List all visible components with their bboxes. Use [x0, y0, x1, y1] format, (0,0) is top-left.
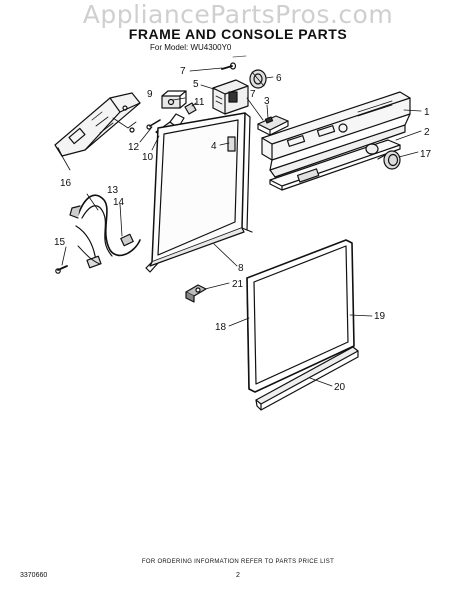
callout-20: 20	[334, 382, 346, 393]
callout-4: 4	[211, 141, 217, 152]
callout-16: 16	[60, 178, 72, 189]
page-title: FRAME AND CONSOLE PARTS	[128, 26, 348, 42]
part-15-screw	[55, 265, 68, 274]
callout-15: 15	[54, 237, 66, 248]
part-21-clip	[185, 284, 207, 303]
callout-8: 8	[238, 263, 244, 274]
ordering-note: FOR ORDERING INFORMATION REFER TO PARTS …	[141, 559, 335, 565]
callout-17: 17	[420, 149, 432, 160]
part-20-trim-strip	[255, 346, 359, 411]
callout-9: 9	[147, 89, 153, 100]
callout-2: 2	[424, 127, 430, 138]
part-12-screw	[146, 119, 161, 130]
callout-12: 12	[128, 142, 140, 153]
callout-labels: 1 2 3 4 5 6 7 7 8 9 10 11 12 13 14 15 16…	[54, 66, 432, 393]
part-11-clip	[184, 102, 197, 115]
callout-3: 3	[264, 96, 270, 107]
callout-5: 5	[193, 79, 199, 90]
watermark: AppliancePartsPros.com	[82, 0, 394, 29]
part-1-console-panel	[261, 91, 411, 178]
part-19-door-panel	[246, 239, 355, 393]
callout-1: 1	[424, 107, 430, 118]
callout-18: 18	[215, 322, 227, 333]
callout-19: 19	[374, 311, 386, 322]
page-number: 2	[236, 572, 240, 579]
leader-lines	[61, 55, 422, 387]
model-line: For Model: WU4300Y0	[150, 43, 232, 52]
callout-11: 11	[194, 97, 205, 108]
part-8-door-frame	[145, 112, 253, 273]
callout-6: 6	[276, 73, 282, 84]
callout-10: 10	[142, 152, 154, 163]
part-6-timer-dial	[249, 69, 267, 89]
part-16-bracket	[54, 92, 141, 157]
part-17-button	[365, 143, 379, 155]
callout-14: 14	[113, 197, 125, 208]
callout-21: 21	[232, 279, 244, 290]
callout-13: 13	[107, 185, 119, 196]
part-5-timer	[212, 79, 249, 115]
part-13-wire-harness	[69, 194, 141, 269]
part-9-switch	[161, 90, 187, 109]
part-17-knob	[377, 150, 401, 170]
part-4-latch	[227, 136, 236, 152]
part-7-screw-top	[221, 62, 237, 70]
document-number: 3370660	[20, 572, 48, 579]
callout-7b: 7	[250, 89, 256, 100]
callout-7a: 7	[180, 66, 186, 77]
